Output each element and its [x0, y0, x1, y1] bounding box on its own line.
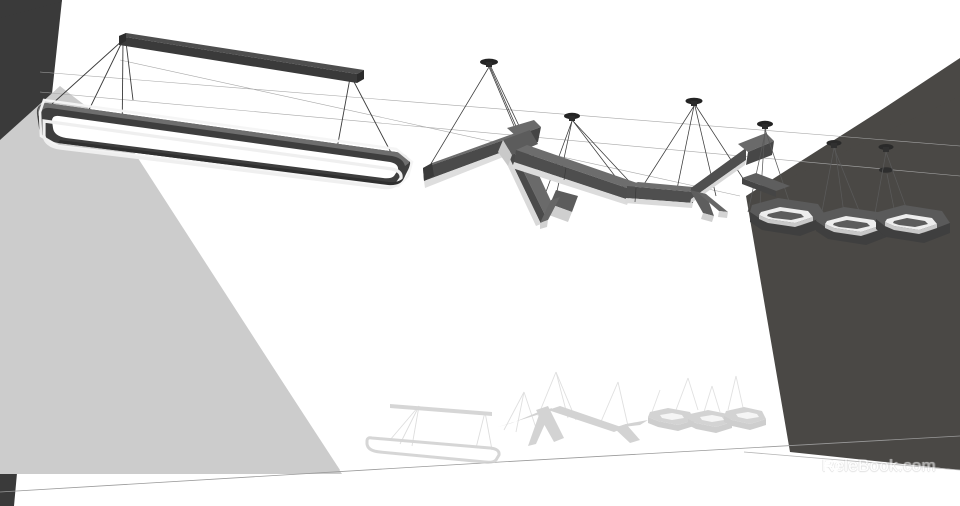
- fixture-1-diffuser: [38, 98, 414, 190]
- reflection-ring-pendant: [365, 404, 501, 464]
- floor-line-wall-right: [743, 451, 960, 471]
- fixture-3-ring-3[interactable]: [876, 205, 950, 243]
- right-wall: [746, 60, 960, 470]
- fixture-branching-pendant[interactable]: [423, 58, 774, 229]
- fixture-3-link-bar: [742, 173, 790, 197]
- floor-line-left: [0, 461, 501, 493]
- fixture-2-junction-2: [540, 190, 578, 229]
- fixture-2-right-head: [738, 133, 774, 165]
- perspective-guides: [39, 59, 960, 197]
- fixture-2-spine-mid: [625, 182, 704, 208]
- light-cone-spread: [0, 86, 342, 474]
- reflection-branching-pendant: [498, 371, 648, 446]
- fixture-2-junction-3: [690, 190, 728, 222]
- fixture-ring-pendant[interactable]: [36, 33, 414, 190]
- fixture-3-canopies: [757, 120, 894, 173]
- fixture-2-arm-upper-left: [423, 127, 532, 188]
- fixture-1-shading: [58, 140, 406, 186]
- fixture-2-spine-right: [690, 144, 755, 204]
- fixture-hexagonal-chandelier[interactable]: [742, 120, 950, 245]
- fixture-2-canopies: [480, 58, 703, 121]
- floor-line-right: [499, 435, 960, 463]
- fixture-2-joints: [563, 167, 637, 203]
- fixture-2-junction-1: [498, 130, 538, 166]
- fixture-3-ring-1[interactable]: [750, 198, 826, 236]
- fixture-1-mount-rail: [119, 33, 364, 83]
- ceiling-canopy-icon: [879, 167, 893, 173]
- reflection-hexagonal-chandelier: [648, 375, 766, 433]
- right-wall-top: [748, 58, 960, 198]
- fixture-2-spine-left: [512, 145, 640, 205]
- fixture-3-ring-2[interactable]: [816, 207, 892, 245]
